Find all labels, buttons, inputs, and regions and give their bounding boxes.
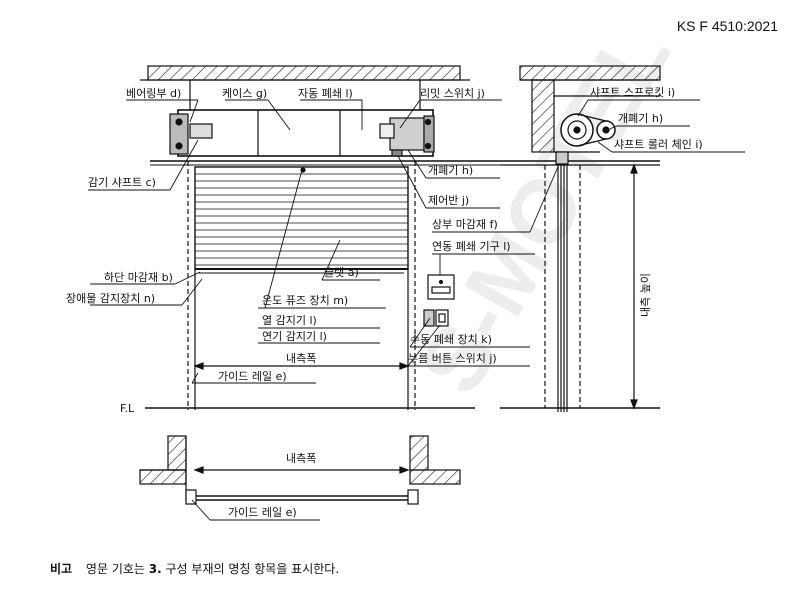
note-text-before: 영문 기호는 <box>85 562 145 576</box>
note-prefix: 비고 <box>50 562 73 576</box>
label-inner-width-bottom: 내측폭 <box>286 452 316 465</box>
label-floor-level: F.L <box>120 402 135 415</box>
label-opener-front: 개폐기 h) <box>428 164 473 177</box>
label-guide-rail-top: 가이드 레일 e) <box>218 369 287 383</box>
ceiling-slab-front <box>147 65 461 81</box>
labels: 베어링부 d) 케이스 g) 자동 폐쇄 l) 리밋 스위치 j) 감기 샤프트… <box>66 86 703 519</box>
guide-rail-right <box>407 489 419 505</box>
plan-view <box>139 435 461 521</box>
label-bearing: 베어링부 d) <box>126 87 181 100</box>
label-smoke-detector: 연기 감지기 l) <box>262 330 327 343</box>
bearing-block <box>169 113 189 155</box>
note-text-after: 구성 부재의 명칭 항목을 표시한다. <box>165 562 340 576</box>
ceiling-slab-side <box>519 65 661 81</box>
label-heat-detector: 열 감지기 l) <box>262 314 317 327</box>
label-limit-switch: 리밋 스위치 j) <box>420 87 485 100</box>
label-case: 케이스 g) <box>222 87 267 100</box>
label-manual-close: 수동 폐쇄 장치 k) <box>410 333 492 346</box>
label-control-panel: 제어반 j) <box>428 194 469 207</box>
label-bottom-seal: 하단 마감재 b) <box>104 270 173 284</box>
guide-rail-left <box>185 489 197 505</box>
label-temp-fuse: 온도 퓨즈 장치 m) <box>262 294 348 307</box>
note: 비고 영문 기호는 3. 구성 부재의 명칭 항목을 표시한다. <box>50 560 339 577</box>
leader-lines <box>88 99 561 384</box>
label-push-button: 누름 버튼 스위치 j) <box>408 352 497 365</box>
label-linked-close: 연동 폐쇄 기구 l) <box>432 240 511 253</box>
label-shaft-roller-chain: 샤프트 롤러 체인 i) <box>614 138 703 151</box>
label-guide-rail-bottom: 가이드 레일 e) <box>228 505 297 519</box>
label-obstacle-sensor: 장애물 감지장치 n) <box>66 292 155 305</box>
label-inner-width-top: 내측폭 <box>286 352 316 365</box>
side-section <box>500 65 745 412</box>
label-inner-height: 내측 높이 <box>639 273 652 317</box>
label-shaft-sprocket: 샤프트 스프로킷 i) <box>590 86 675 99</box>
slat-curtain <box>194 166 409 270</box>
document-id: KS F 4510:2021 <box>676 18 778 34</box>
label-top-seal: 상부 마감재 f) <box>432 218 498 231</box>
label-slat: 슬랫 a) <box>324 266 359 279</box>
label-winding-shaft: 감기 샤프트 c) <box>88 176 156 189</box>
label-auto-close: 자동 폐쇄 l) <box>298 87 353 100</box>
label-opener-side: 개폐기 h) <box>618 112 663 125</box>
note-number: 3. <box>148 562 162 576</box>
front-elevation <box>140 65 500 410</box>
manual-close-box <box>423 309 435 327</box>
opener-unit <box>389 117 425 151</box>
